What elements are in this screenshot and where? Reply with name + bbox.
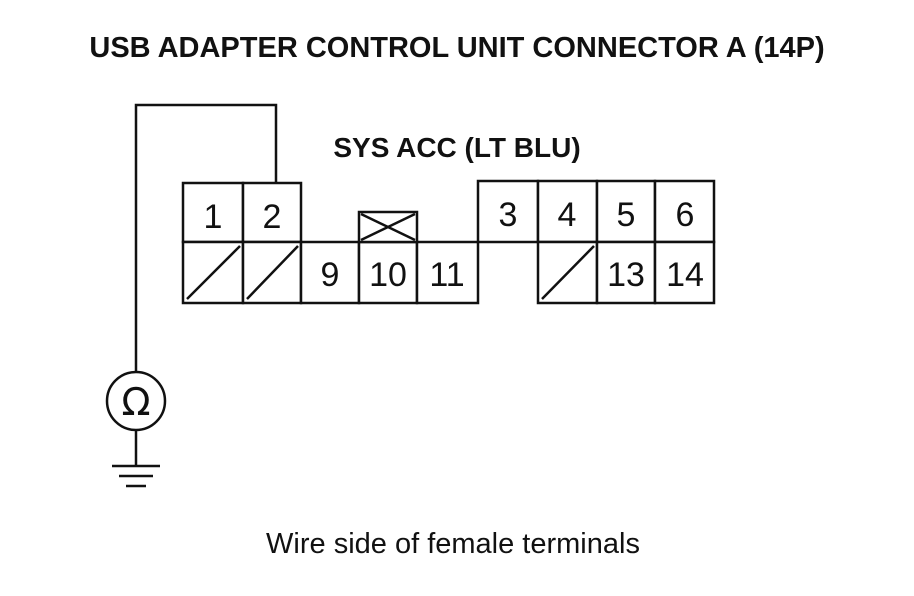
- empty-slash-7: [186, 245, 241, 300]
- pin-label-2: 2: [263, 198, 282, 236]
- pin-cell-10: [357, 240, 419, 305]
- wire-label: SYS ACC (LT BLU): [333, 132, 580, 163]
- pin-label-11: 11: [429, 256, 464, 294]
- pin-cell-14: [653, 240, 716, 305]
- pin-cell-9: [299, 240, 361, 305]
- empty-slash-12: [541, 245, 595, 300]
- pin-label-6: 6: [676, 196, 695, 234]
- connector-left-block: [181, 181, 480, 305]
- pin-label-3: 3: [499, 196, 518, 234]
- pin-cell-5: [595, 179, 657, 244]
- pin-label-4: 4: [558, 196, 577, 234]
- diagram-title: USB ADAPTER CONTROL UNIT CONNECTOR A (14…: [89, 32, 824, 64]
- pin-label-14: 14: [666, 256, 704, 294]
- pin-label-13: 13: [607, 256, 645, 294]
- diagram-caption: Wire side of female terminals: [266, 528, 640, 560]
- pin-label-9: 9: [321, 256, 340, 294]
- ohmmeter-icon: Ω: [105, 370, 167, 432]
- ground-icon: [112, 464, 160, 488]
- pin-cell-6: [653, 179, 716, 244]
- ohm-symbol: Ω: [121, 380, 150, 424]
- pin-label-1: 1: [204, 198, 223, 236]
- test-lead-wire: [134, 103, 278, 372]
- pin-label-5: 5: [617, 196, 636, 234]
- empty-slash-8: [246, 245, 299, 300]
- connector-right-block: [476, 179, 716, 305]
- pin-cell-11: [415, 240, 480, 305]
- pin-label-10: 10: [369, 256, 407, 294]
- pin-cell-4: [536, 179, 599, 244]
